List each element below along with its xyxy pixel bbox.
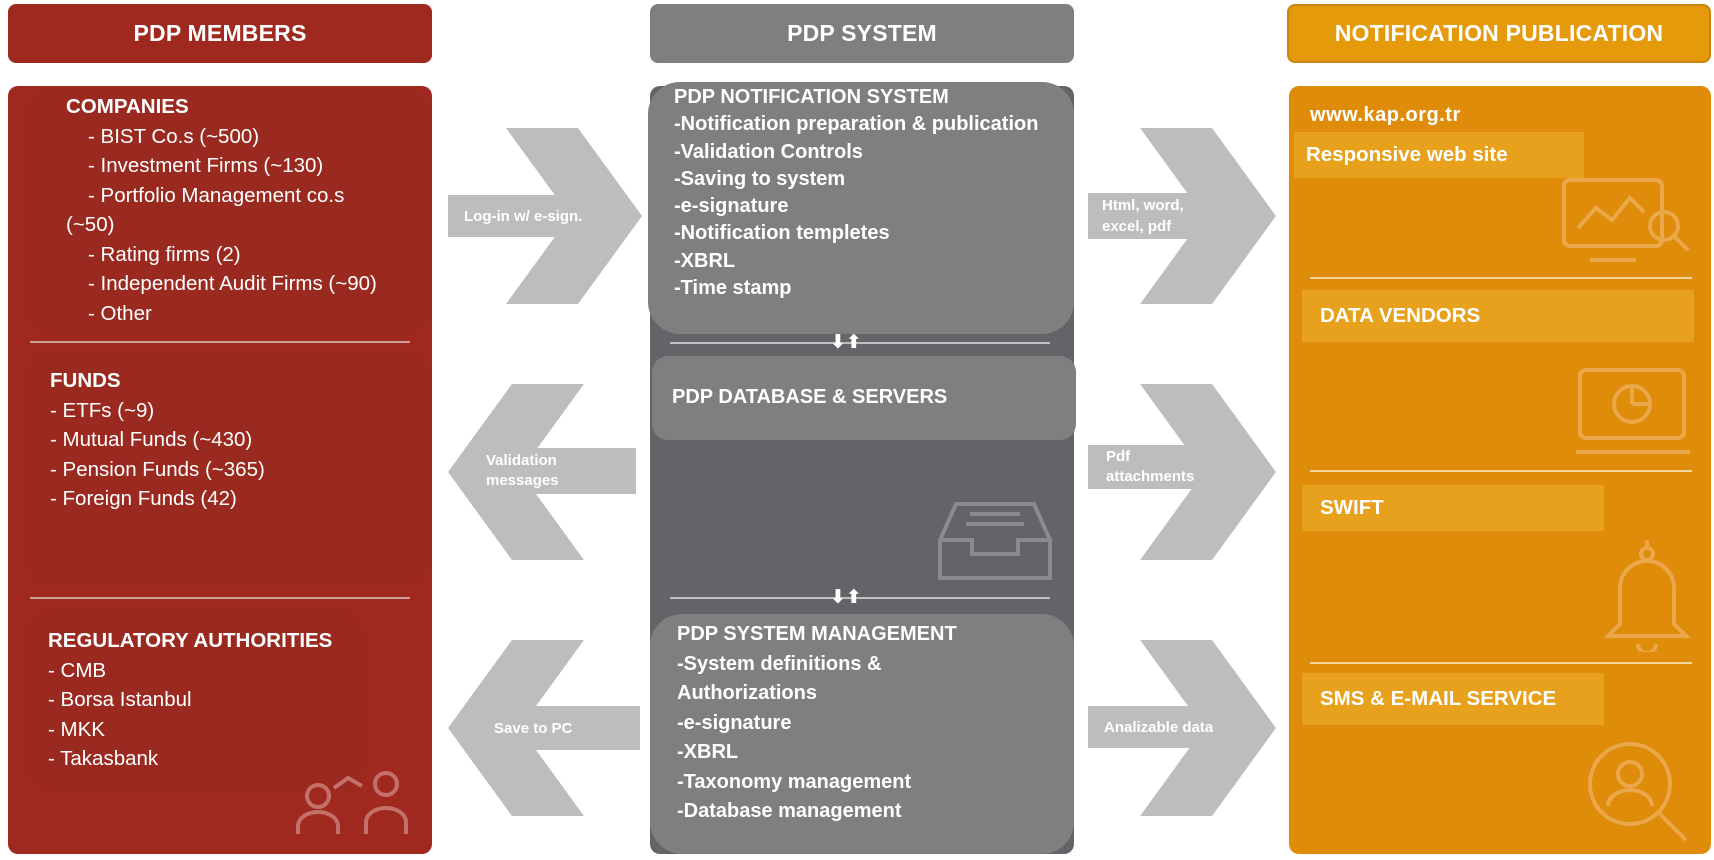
companies-group: COMPANIES - BIST Co.s (~500) - Investmen…	[26, 88, 430, 334]
regulators-group: REGULATORY AUTHORITIES - CMB - Borsa Ist…	[26, 610, 364, 790]
responsive-site-item: Responsive web site	[1294, 132, 1584, 178]
companies-title: COMPANIES	[66, 95, 189, 118]
monitor-chart-icon	[1562, 178, 1690, 262]
list-item: - CMB	[48, 658, 107, 682]
list-item: - Takasbank	[48, 747, 159, 770]
system-management-title: PDP SYSTEM MANAGEMENT	[677, 623, 957, 645]
list-item: - Investment Firms (~130)	[88, 154, 324, 177]
list-item: - Rating firms (2)	[88, 242, 241, 266]
sync-arrows-icon: ⬇⬆	[830, 332, 862, 353]
sync-arrows-icon: ⬇⬆	[830, 587, 862, 608]
list-item: -XBRL	[677, 741, 739, 763]
list-item: - Independent Audit Firms (~90)	[88, 272, 377, 295]
pdf-arrow-label: Pdf attachments	[1088, 445, 1250, 489]
divider	[30, 597, 410, 599]
list-item: - Mutual Funds (~430)	[50, 428, 253, 451]
swift-item: SWIFT	[1302, 485, 1604, 531]
list-item: - Pension Funds (~365)	[50, 457, 265, 481]
list-item: -Database management	[677, 800, 902, 822]
data-arrow-label: Analizable data	[1088, 706, 1250, 748]
list-item: (~50)	[66, 213, 115, 236]
regulators-title: REGULATORY AUTHORITIES	[48, 629, 333, 652]
validation-arrow-label: Validation messages	[470, 448, 636, 494]
user-search-icon	[1588, 742, 1688, 842]
login-arrow-label: Log-in w/ e-sign.	[448, 195, 618, 237]
pie-chart-monitor-icon	[1576, 368, 1690, 454]
bell-icon	[1603, 540, 1691, 652]
database-title: PDP DATABASE & SERVERS	[672, 386, 948, 409]
notification-system-title: PDP NOTIFICATION SYSTEM	[674, 86, 949, 108]
funds-title: FUNDS	[50, 369, 121, 392]
list-item: -Taxonomy management	[677, 770, 912, 793]
validation-label-text: Validation messages	[486, 452, 559, 489]
inbox-tray-icon	[938, 502, 1052, 580]
list-item: -System definitions &	[677, 652, 882, 675]
system-header: PDP SYSTEM	[650, 4, 1074, 63]
funds-group: FUNDS - ETFs (~9) - Mutual Funds (~430) …	[26, 350, 430, 586]
list-item: - Foreign Funds (42)	[50, 487, 237, 510]
list-item: - Other	[88, 301, 152, 325]
members-header: PDP MEMBERS	[8, 4, 432, 63]
data-vendors-item: DATA VENDORS	[1302, 290, 1694, 342]
formats-label-text: Html, word, excel, pdf	[1102, 197, 1184, 235]
list-item: - ETFs (~9)	[50, 398, 155, 422]
list-item: -Validation Controls	[674, 140, 863, 163]
list-item: -XBRL	[674, 249, 736, 272]
notification-system-box: PDP NOTIFICATION SYSTEM -Notification pr…	[648, 82, 1074, 334]
list-item: -Notification templetes	[674, 222, 890, 245]
divider	[30, 341, 410, 343]
divider	[670, 597, 1050, 599]
list-item: - Portfolio Management co.s	[88, 183, 345, 207]
site-url: www.kap.org.tr	[1310, 104, 1461, 126]
list-item: -Saving to system	[674, 167, 846, 190]
pdf-label-text: Pdf attachments	[1106, 448, 1195, 485]
list-item: -Notification preparation & publication	[674, 113, 1039, 136]
save-arrow-label: Save to PC	[478, 706, 640, 750]
list-item: -Time stamp	[674, 277, 792, 300]
divider	[670, 342, 1050, 344]
list-item: Authorizations	[677, 682, 817, 704]
divider	[1310, 662, 1692, 664]
list-item: - Borsa Istanbul	[48, 688, 192, 711]
people-icon	[296, 771, 408, 834]
sms-email-item: SMS & E-MAIL SERVICE	[1302, 673, 1604, 725]
system-management-box: PDP SYSTEM MANAGEMENT -System definition…	[650, 614, 1074, 854]
formats-arrow-label: Html, word, excel, pdf	[1088, 193, 1258, 239]
list-item: - MKK	[48, 717, 105, 741]
list-item: -e-signature	[677, 711, 792, 734]
publication-header: NOTIFICATION PUBLICATION	[1287, 4, 1711, 63]
database-box: PDP DATABASE & SERVERS	[652, 356, 1076, 440]
list-item: -e-signature	[674, 195, 789, 218]
divider	[1310, 277, 1692, 279]
list-item: - BIST Co.s (~500)	[88, 124, 260, 148]
divider	[1310, 470, 1692, 472]
